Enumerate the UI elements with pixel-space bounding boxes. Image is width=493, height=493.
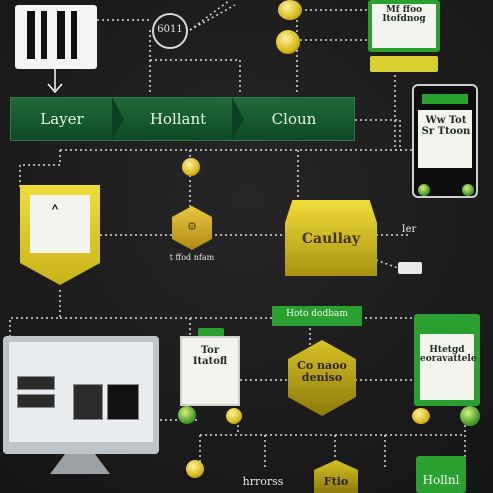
top-right-card-strip xyxy=(370,56,438,72)
monitor-thumb xyxy=(73,384,103,420)
phone-button-icon xyxy=(462,184,474,196)
monitor-thumb xyxy=(17,394,55,408)
lower-right-card-label: Htetgd eoravattele xyxy=(420,346,474,365)
top-right-card-label: Mf ffoo Itofdnog xyxy=(374,6,434,25)
lower-left-card-label: Tor Itatofl xyxy=(184,346,236,367)
coin-icon xyxy=(278,0,302,20)
small-hex-label: t ffod nfam xyxy=(160,254,224,263)
bottom-label-left: hrrorss xyxy=(238,476,288,488)
shield-inner xyxy=(30,195,90,253)
bottom-label-mid: Ftio xyxy=(316,476,356,488)
status-dot xyxy=(412,408,430,424)
status-dot xyxy=(178,406,196,424)
coin-icon xyxy=(276,30,300,54)
bar-label-cloun: Cloun xyxy=(244,97,344,141)
monitor-thumb xyxy=(17,376,55,390)
gold-hex-label: Caullay xyxy=(288,232,374,247)
bottom-label-right: Hollnl xyxy=(416,474,466,487)
gear-icon: ⚙ xyxy=(182,220,202,233)
gear-icon xyxy=(182,158,200,176)
phone-button-icon xyxy=(418,184,430,196)
status-dot xyxy=(460,406,480,426)
phone-label: Ww Tot Sr Ttoon xyxy=(418,116,474,137)
phone-header xyxy=(422,94,468,104)
lower-hex-label: Co naoo deniso xyxy=(292,360,352,383)
monitor-thumb xyxy=(107,384,139,420)
top-badge-label: 6011 xyxy=(152,24,188,35)
phone-icon xyxy=(412,84,478,198)
bar-label-layer: Layer xyxy=(12,97,112,141)
bar-label-hollant: Hollant xyxy=(124,97,232,141)
bar-divider xyxy=(232,97,244,141)
status-dot xyxy=(226,408,242,424)
monitor-icon xyxy=(3,336,159,454)
right-tag: Ier xyxy=(394,224,424,235)
small-tag-box xyxy=(398,262,422,274)
coin-icon xyxy=(186,460,204,478)
green-tab-label: Hoto dodbam xyxy=(272,310,362,320)
qr-code-icon xyxy=(27,11,77,59)
bar-divider xyxy=(112,97,124,141)
laptop-icon xyxy=(15,5,97,69)
lower-right-card-screen xyxy=(420,334,474,400)
bird-icon: ˄ xyxy=(50,202,60,226)
